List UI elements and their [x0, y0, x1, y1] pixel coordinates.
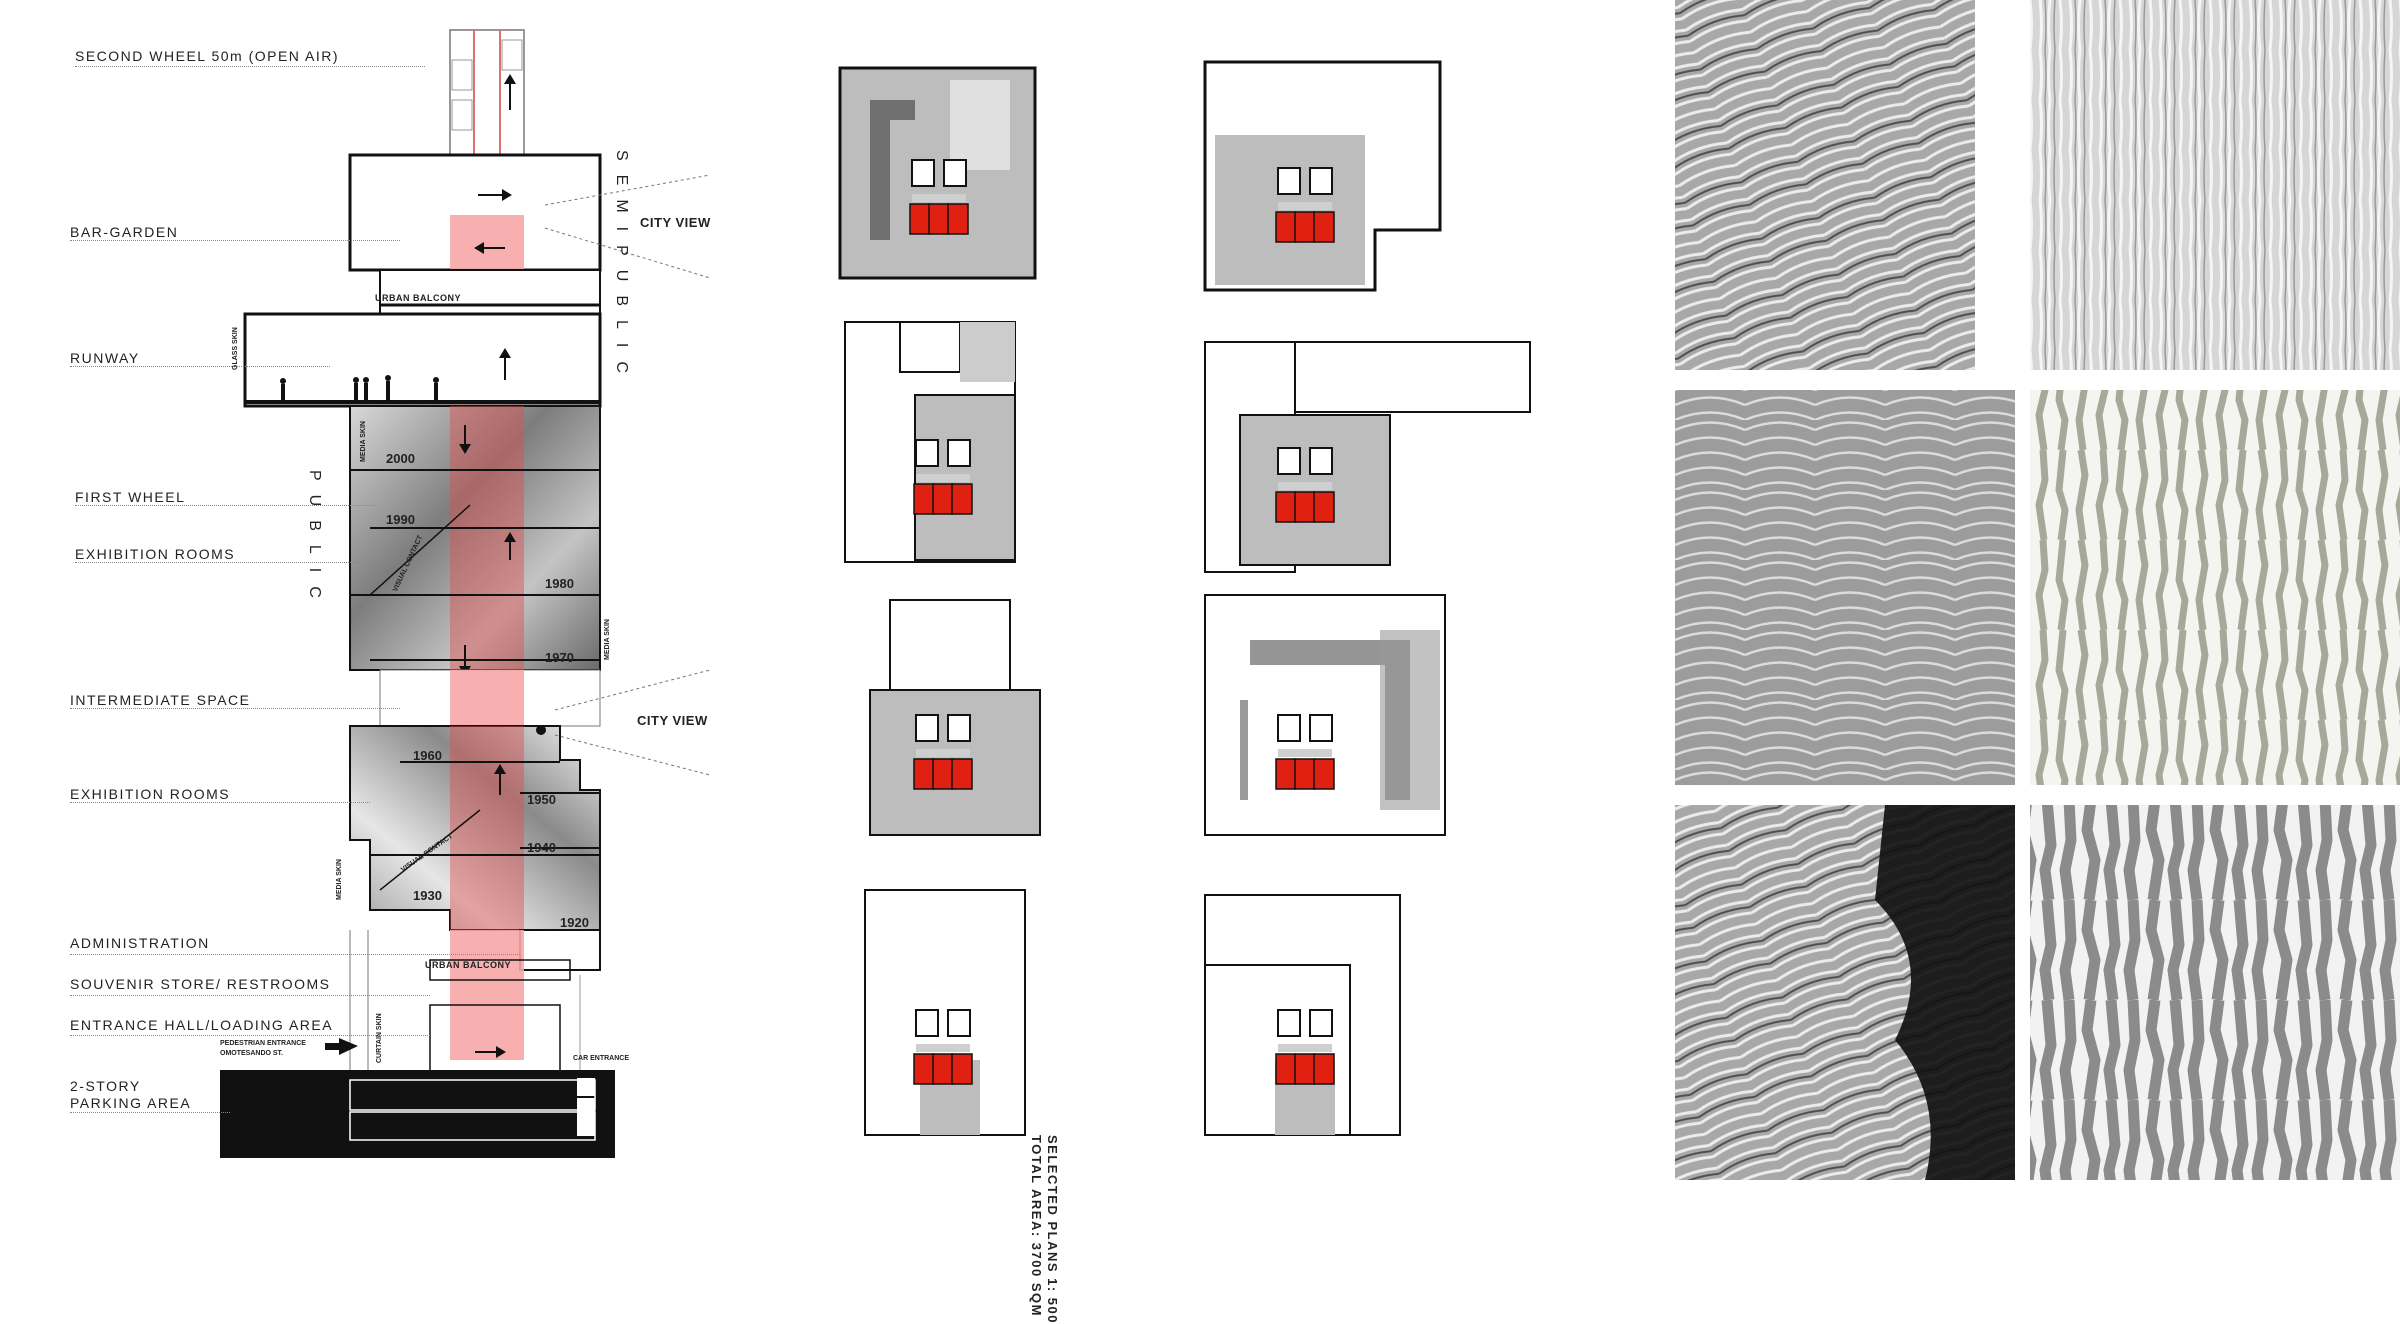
label-second-wheel: SECOND WHEEL 50m (OPEN AIR) — [75, 48, 340, 64]
year-label: 1950 — [527, 792, 556, 807]
floor-plans: SELECTED PLANS 1: 500 TOTAL AREA: 3700 S… — [820, 0, 1580, 1324]
leader — [70, 802, 370, 803]
city-view-mid: CITY VIEW — [637, 713, 708, 728]
label-two-story: 2-STORY — [70, 1078, 141, 1094]
pedestrian-entrance-label: PEDESTRIAN ENTRANCE — [220, 1040, 306, 1047]
year-label: 1970 — [545, 650, 574, 665]
section-drawing — [220, 29, 711, 1158]
glass-skin-label: GLASS SKIN — [232, 327, 239, 370]
leader — [70, 1035, 430, 1036]
semipublic-label: SEMIPUBLIC — [613, 150, 630, 387]
media-skin-label-a: MEDIA SKIN — [360, 421, 367, 462]
label-administration: ADMINISTRATION — [70, 935, 210, 951]
urban-balcony-top: URBAN BALCONY — [375, 293, 461, 303]
leader — [70, 366, 330, 367]
plans-scale: SELECTED PLANS 1: 500 — [1045, 1135, 1060, 1324]
label-exhibition-rooms-upper: EXHIBITION ROOMS — [75, 546, 236, 562]
leader — [70, 1112, 230, 1113]
leader — [70, 954, 520, 955]
texture-grid — [1675, 0, 2400, 1180]
year-label: 1930 — [413, 888, 442, 903]
year-label: 1960 — [413, 748, 442, 763]
leader — [75, 562, 375, 563]
media-skin-label-c: MEDIA SKIN — [336, 859, 343, 900]
public-label: PUBLIC — [306, 470, 323, 612]
leader — [75, 505, 375, 506]
label-entrance-hall: ENTRANCE HALL/LOADING AREA — [70, 1017, 334, 1033]
leader — [70, 240, 400, 241]
car-entrance-label: CAR ENTRANCE — [573, 1055, 629, 1062]
label-souvenir-store: SOUVENIR STORE/ RESTROOMS — [70, 976, 331, 992]
texture-drawing — [1675, 0, 2400, 1180]
year-label: 1980 — [545, 576, 574, 591]
plans-drawing — [838, 60, 1531, 1136]
label-bar-garden: BAR-GARDEN — [70, 224, 179, 240]
label-parking-area: PARKING AREA — [70, 1095, 192, 1111]
year-label: 1920 — [560, 915, 589, 930]
leader — [75, 66, 425, 67]
label-exhibition-rooms-lower: EXHIBITION ROOMS — [70, 786, 231, 802]
year-label: 1990 — [386, 512, 415, 527]
curtain-skin-label: CURTAIN SKIN — [376, 1013, 383, 1063]
label-runway: RUNWAY — [70, 350, 140, 366]
year-label: 2000 — [386, 451, 415, 466]
section-diagram: SECOND WHEEL 50m (OPEN AIR) BAR-GARDEN R… — [0, 0, 720, 1180]
media-skin-label-b: MEDIA SKIN — [604, 619, 611, 660]
leader — [70, 995, 430, 996]
plans-total-area: TOTAL AREA: 3700 SQM — [1029, 1135, 1044, 1317]
year-label: 1940 — [527, 840, 556, 855]
label-first-wheel: FIRST WHEEL — [75, 489, 186, 505]
omotesando-label: OMOTESANDO ST. — [220, 1050, 284, 1057]
label-intermediate-space: INTERMEDIATE SPACE — [70, 692, 251, 708]
leader — [70, 708, 400, 709]
city-view-top: CITY VIEW — [640, 215, 711, 230]
urban-balcony-bottom: URBAN BALCONY — [425, 960, 511, 970]
